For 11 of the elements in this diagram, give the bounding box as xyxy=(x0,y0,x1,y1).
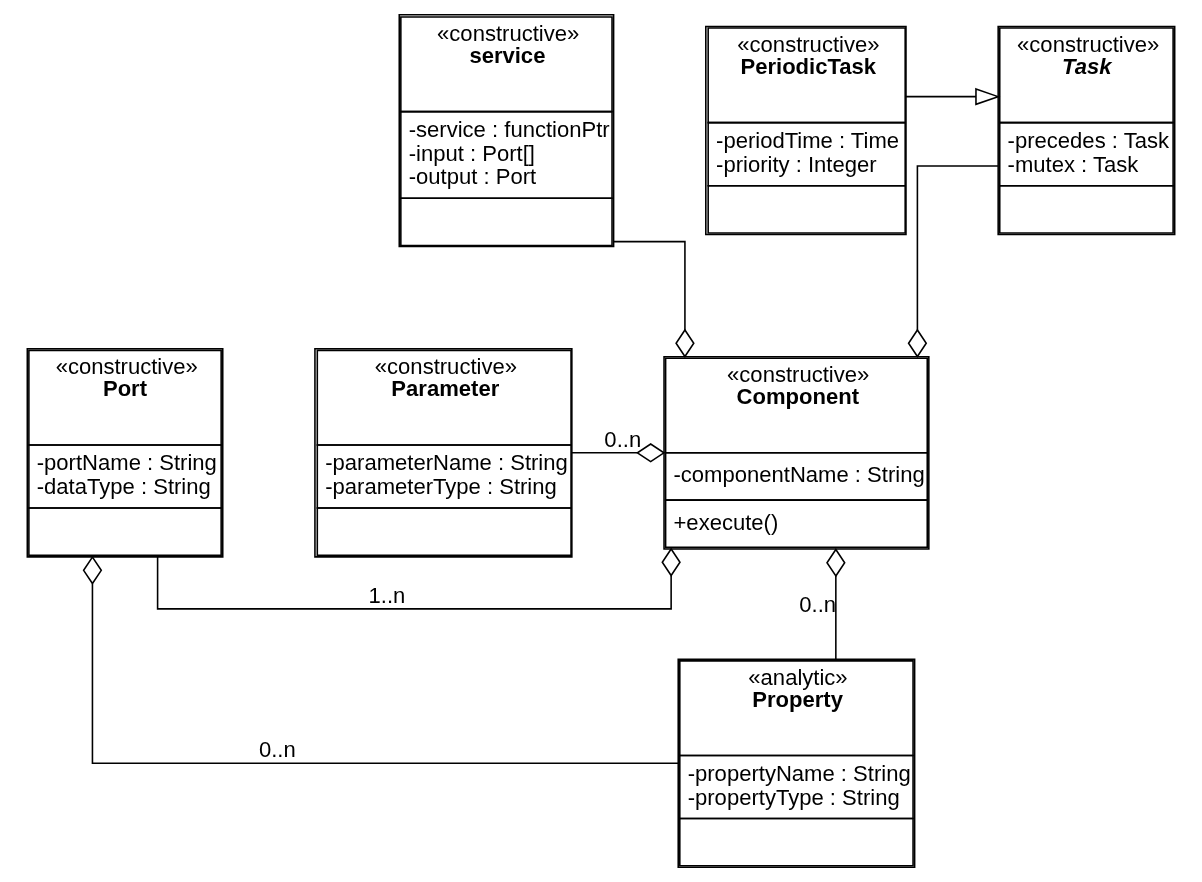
arrow xyxy=(905,87,1001,106)
connector xyxy=(571,443,666,463)
edge-label: 1..n xyxy=(368,582,406,608)
connector xyxy=(82,555,679,765)
edge-label: 0..n xyxy=(258,737,296,763)
connector xyxy=(156,547,681,610)
edge-label: 0..n xyxy=(799,591,837,617)
edge-label: 0..n xyxy=(604,426,642,452)
connector xyxy=(826,548,846,660)
connector xyxy=(613,240,695,358)
connector xyxy=(907,165,999,358)
